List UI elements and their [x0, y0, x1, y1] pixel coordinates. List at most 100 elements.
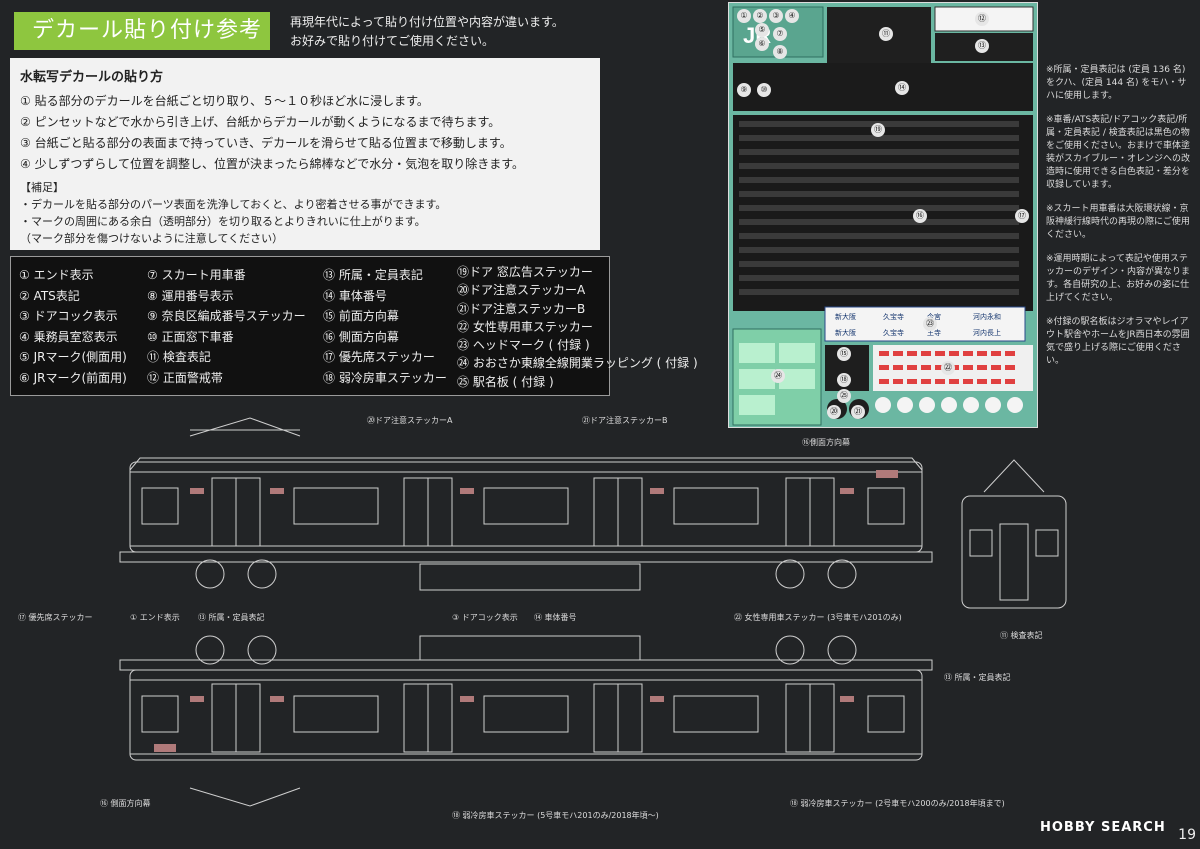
legend-item: ⑮ 前面方向幕: [323, 309, 399, 323]
callout-10: ⑩: [757, 83, 771, 97]
decal-legend: ① エンド表示 ② ATS表記 ③ ドアコック表示 ④ 乗務員室窓表示 ⑤ JR…: [10, 256, 698, 396]
callout-5: ⑤: [755, 23, 769, 37]
page-number: 19: [1178, 827, 1196, 843]
callout-17: ⑰: [1015, 209, 1029, 223]
label-affil-right: ⑬ 所属・定員表記: [944, 673, 1011, 682]
label-inspection: ⑪ 検査表記: [1000, 631, 1043, 640]
callout-16: ⑯: [913, 209, 927, 223]
intro-text: 再現年代によって貼り付け位置や内容が違います。 お好みで貼り付けてご使用ください…: [290, 13, 564, 51]
label-weak-ac-left: ⑱ 弱冷房車ステッカー (5号車モハ201のみ/2018年頃～): [452, 811, 659, 820]
hobbysearch-logo: HOBBY SEARCH: [1040, 820, 1166, 835]
legend-item: ㉒ 女性専用車ステッカー: [457, 319, 593, 334]
page-title: デカール貼り付け参考: [14, 12, 270, 50]
decal-sheet-art: JR 新大阪 久宝寺 今宮: [732, 6, 1034, 426]
legend-item: ㉔ おおさか東線全線開業ラッピング ( 付録 ): [457, 356, 698, 371]
supplement-line: ・マークの周囲にある余白（透明部分）を切り取るとよりきれいに仕上がります。: [20, 215, 426, 228]
note: ※運用時期によって表記や使用ステッカーのデザイン・内容が異なります。各自研究の上…: [1046, 254, 1191, 303]
callout-19: ⑲: [871, 123, 885, 137]
howto-panel: 水転写デカールの貼り方 ① 貼る部分のデカールを台紙ごと切り取り、５～１０秒ほど…: [10, 58, 600, 250]
legend-item: ② ATS表記: [19, 288, 80, 303]
callout-20: ⑳: [827, 405, 841, 419]
intro-line: お好みで貼り付けてご使用ください。: [290, 34, 495, 48]
callout-3: ③: [769, 9, 783, 23]
note: ※スカート用車番は大阪環状線・京阪神緩行線時代の再現の際にご使用ください。: [1046, 204, 1190, 240]
legend-item: ⑨ 奈良区編成番号ステッカー: [147, 309, 306, 323]
station-board: 河内永和: [973, 312, 1001, 321]
legend-column-4: ⑲ドア 窓広告ステッカー ⑳ドア注意ステッカーA ㉑ドア注意ステッカーB ㉒ 女…: [457, 263, 698, 391]
legend-item: ④ 乗務員室窓表示: [19, 329, 118, 344]
legend-item: ⑩ 正面窓下車番: [147, 329, 234, 344]
label-door-b: ㉑ドア注意ステッカーB: [582, 416, 668, 425]
station-board: 今宮: [927, 312, 941, 321]
howto-step: ① 貼る部分のデカールを台紙ごと切り取り、５～１０秒ほど水に浸します。: [20, 94, 429, 108]
callout-24: ㉔: [771, 369, 785, 383]
callout-9: ⑨: [737, 83, 751, 97]
howto-step: ② ピンセットなどで水から引き上げ、台紙からデカールが動くようになるまで待ちます…: [20, 115, 501, 129]
callout-7: ⑦: [773, 27, 787, 41]
side-notes: ※所属・定員表記は (定員 136 名) をクハ、(定員 144 名) をモハ・…: [1046, 64, 1194, 379]
howto-heading: 水転写デカールの貼り方: [20, 70, 164, 85]
label-door-a: ⑳ドア注意ステッカーA: [367, 416, 453, 425]
callout-18: ⑱: [837, 373, 851, 387]
legend-item: ⑤ JRマーク(側面用): [19, 350, 127, 364]
legend-column-2: ⑦ スカート用車番 ⑧ 運用番号表示 ⑨ 奈良区編成番号ステッカー ⑩ 正面窓下…: [147, 265, 306, 388]
howto-step: ④ 少しずつずらして位置を調整し、位置が決まったら綿棒などで水分・気泡を取り除き…: [20, 157, 525, 171]
station-board: 新大阪: [835, 312, 856, 321]
legend-item: ⑭ 車体番号: [323, 288, 387, 303]
callout-4: ④: [785, 9, 799, 23]
label-affil-left: ⑬ 所属・定員表記: [198, 613, 265, 622]
station-board: 新大阪: [835, 328, 856, 337]
label-end: ① エンド表示: [130, 613, 180, 622]
label-doorcock: ③ ドアコック表示: [452, 613, 518, 622]
legend-item: ③ ドアコック表示: [19, 309, 118, 323]
callout-12: ⑫: [975, 12, 989, 26]
howto-step: ③ 台紙ごと貼る部分の表面まで持っていき、デカールを滑らせて貼る位置まで移動しま…: [20, 136, 512, 150]
legend-item: ⑰ 優先席ステッカー: [323, 350, 435, 364]
legend-item: ⑦ スカート用車番: [147, 268, 246, 282]
supplement-line: ・デカールを貼る部分のパーツ表面を洗浄しておくと、より密着させる事ができます。: [20, 198, 447, 211]
label-priority: ⑰ 優先席ステッカー: [18, 613, 93, 622]
legend-item: ⑫ 正面警戒帯: [147, 370, 223, 385]
label-side-dest-top: ⑯側面方向幕: [802, 438, 850, 447]
callout-6: ⑥: [755, 37, 769, 51]
legend-item: ㉑ドア注意ステッカーB: [457, 301, 586, 316]
station-board: 王寺: [927, 329, 941, 337]
decal-sheet: JR 新大阪 久宝寺 今宮: [728, 2, 1038, 428]
legend-item: ⑲ドア 窓広告ステッカー: [457, 265, 593, 279]
callout-14: ⑭: [895, 81, 909, 95]
legend-item: ⑥ JRマーク(前面用): [19, 370, 127, 385]
logo-part: HOBBY: [1040, 820, 1096, 835]
legend-item: ⑧ 運用番号表示: [147, 288, 234, 303]
legend-item: ㉕ 駅名板 ( 付録 ): [457, 374, 554, 389]
legend-item: ① エンド表示: [19, 268, 94, 282]
callout-11: ⑪: [879, 27, 893, 41]
callout-15: ⑮: [837, 347, 851, 361]
supplement-heading: 【補足】: [20, 181, 64, 194]
label-car-number: ⑭ 車体番号: [534, 613, 577, 622]
station-board: 久宝寺: [883, 328, 904, 337]
callout-23: ㉓: [923, 317, 937, 331]
callout-22: ㉒: [941, 361, 955, 375]
legend-item: ⑪ 検査表記: [147, 350, 211, 364]
note: ※車番/ATS表記/ドアコック表記/所属・定員表記 / 検査表記は黒色の物をご使…: [1046, 115, 1191, 190]
legend-item: ㉓ ヘッドマーク ( 付録 ): [457, 338, 590, 353]
logo-part: SEARCH: [1100, 820, 1166, 835]
note: ※付録の駅名板はジオラマやレイアウト駅舎やホームをJR西日本の雰囲気で盛り上げる…: [1046, 317, 1190, 366]
legend-column-3: ⑬ 所属・定員表記 ⑭ 車体番号 ⑮ 前面方向幕 ⑯ 側面方向幕 ⑰ 優先席ステ…: [323, 265, 447, 388]
legend-item: ⑯ 側面方向幕: [323, 329, 399, 344]
callout-1: ①: [737, 9, 751, 23]
note: ※所属・定員表記は (定員 136 名) をクハ、(定員 144 名) をモハ・…: [1046, 65, 1187, 101]
station-board: 河内長上: [973, 328, 1001, 337]
station-board: 久宝寺: [883, 312, 904, 321]
label-weak-ac-right: ⑱ 弱冷房車ステッカー (2号車モハ200のみ/2018年頃まで): [790, 799, 1005, 808]
label-women-only: ㉒ 女性専用車ステッカー (3号車モハ201のみ): [734, 613, 902, 622]
legend-item: ⑬ 所属・定員表記: [323, 268, 423, 282]
legend-column-1: ① エンド表示 ② ATS表記 ③ ドアコック表示 ④ 乗務員室窓表示 ⑤ JR…: [19, 265, 127, 388]
train-diagram: [119, 417, 1067, 807]
callout-21: ㉑: [851, 405, 865, 419]
label-side-dest-bottom: ⑯ 側面方向幕: [100, 799, 151, 808]
callout-25: ㉕: [837, 389, 851, 403]
callout-13: ⑬: [975, 39, 989, 53]
legend-item: ⑳ドア注意ステッカーA: [457, 283, 586, 298]
legend-item: ⑱ 弱冷房車ステッカー: [323, 370, 447, 385]
